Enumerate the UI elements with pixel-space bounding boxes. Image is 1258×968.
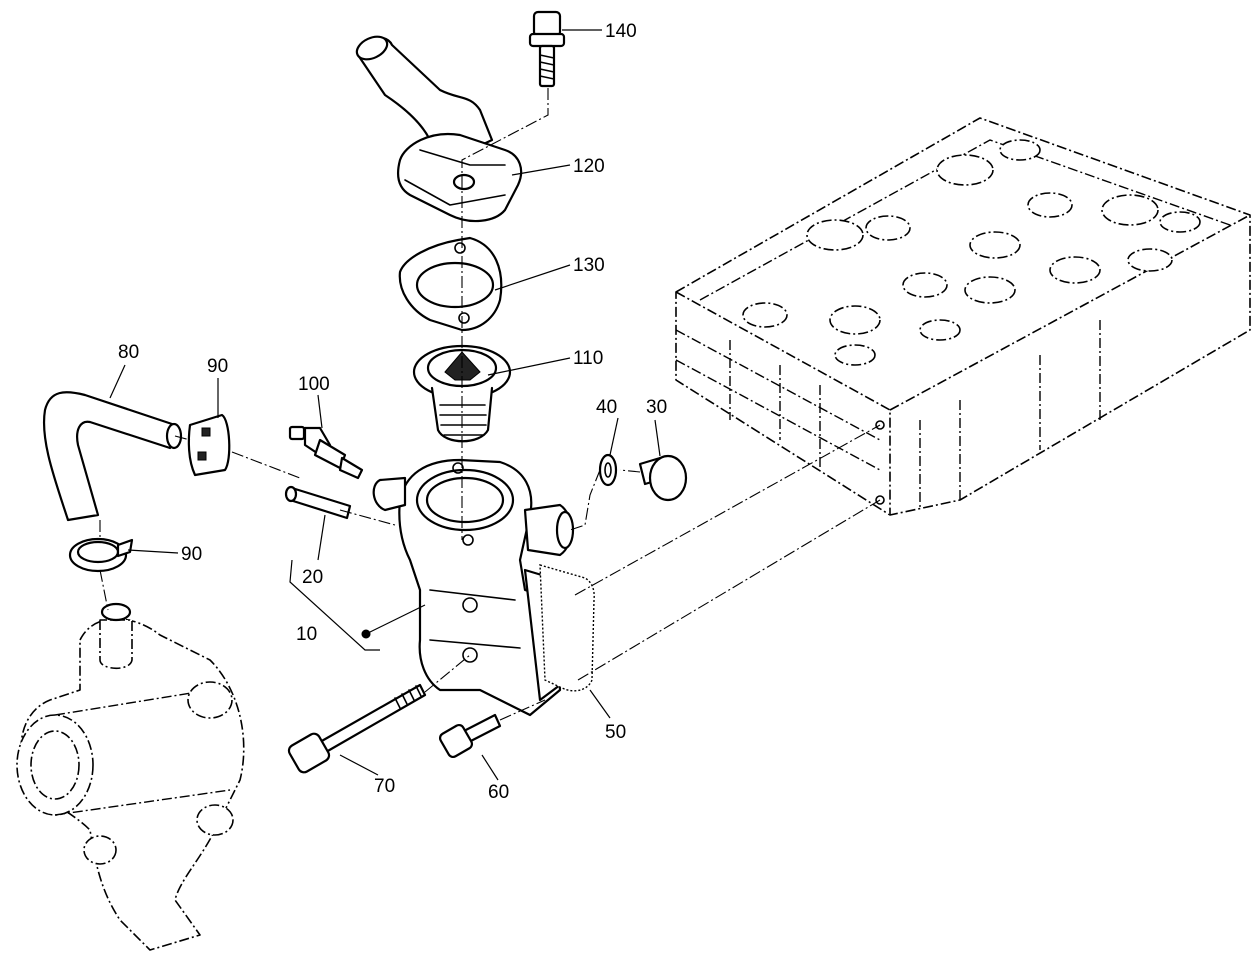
callout-60: 60 [488, 782, 509, 803]
callout-50: 50 [605, 722, 626, 743]
callout-30: 30 [646, 397, 667, 418]
callout-110: 110 [573, 348, 603, 369]
part-10-thermostat-housing [372, 458, 590, 717]
callout-140: 140 [605, 21, 637, 42]
part-70-long-bolt [287, 683, 427, 774]
callout-120: 120 [573, 156, 605, 177]
part-40-washer [598, 453, 618, 487]
part-90-clamp-lower [68, 537, 134, 573]
part-20-pipe [284, 485, 352, 520]
cylinder-head-outline [675, 117, 1251, 516]
part-130-gasket [398, 236, 503, 332]
water-pump-outline [16, 602, 245, 951]
callout-90-upper: 90 [207, 356, 228, 377]
part-60-short-bolt [438, 713, 502, 759]
callout-90-lower: 90 [181, 544, 202, 565]
part-120-water-outlet [355, 35, 523, 223]
callout-40: 40 [596, 397, 617, 418]
callout-labels: 140 120 130 110 40 30 100 90 80 90 20 10… [118, 21, 667, 803]
callout-70: 70 [374, 776, 395, 797]
leader-lines [109, 29, 661, 781]
callout-20: 20 [302, 567, 323, 588]
callout-10: 10 [296, 624, 317, 645]
part-100-temp-sensor [288, 425, 364, 480]
callout-130: 130 [573, 255, 605, 276]
callout-80: 80 [118, 342, 139, 363]
part-90-clamp-upper [187, 413, 231, 477]
part-30-plug [638, 454, 688, 502]
assembly-center-lines [99, 88, 881, 721]
part-140-bolt [528, 10, 566, 88]
callout-dot [361, 629, 371, 639]
part-80-hose [43, 391, 183, 522]
part-50-gasket [539, 564, 595, 692]
callout-100: 100 [298, 374, 330, 395]
